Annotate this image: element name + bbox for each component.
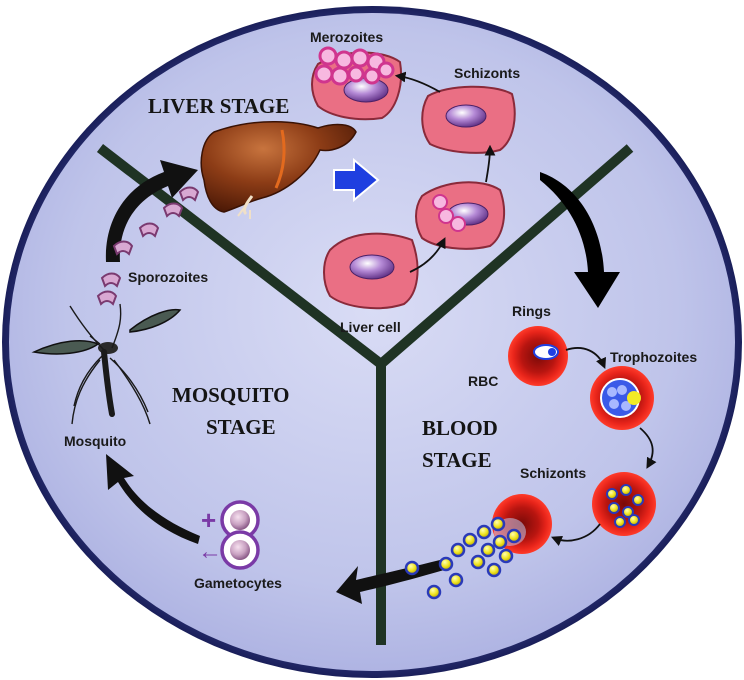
label-gametocytes: Gametocytes: [194, 575, 282, 591]
male-gametocyte-symbol: +: [201, 505, 216, 535]
sporozoites: [96, 186, 200, 306]
released-merozoites: [404, 516, 522, 600]
liver-stage-title: LIVER STAGE: [148, 94, 289, 118]
mosquito-icon: [31, 303, 182, 425]
blood-stage-title-line1: BLOOD: [422, 416, 498, 440]
blood-stage-title-line2: STAGE: [422, 448, 492, 472]
female-gametocyte-symbol: ←: [198, 538, 222, 565]
blood-cycle-arrows: [551, 347, 657, 546]
label-mosquito: Mosquito: [64, 433, 126, 449]
infected-liver-cell: [415, 181, 506, 250]
liver-cycle-arrows: [394, 71, 496, 273]
label-liver-cell: Liver cell: [340, 319, 401, 335]
label-trophozoites: Trophozoites: [610, 349, 697, 365]
rbc-schizont: [592, 472, 656, 536]
liver-cell: [323, 232, 419, 310]
mosquito-stage-title-line2: STAGE: [206, 415, 276, 439]
mosquito-stage-title-line1: MOSQUITO: [172, 383, 289, 407]
merozoite-cell: [311, 46, 402, 121]
liver-schizont-cell: [421, 85, 516, 154]
blue-arrow-icon: [333, 157, 380, 203]
label-schizonts-blood: Schizonts: [520, 465, 586, 481]
liver-to-blood-arrow: [540, 172, 620, 308]
rbc-ring: [508, 326, 568, 386]
liver-organ: [200, 121, 357, 219]
gametocyte-to-mosquito-arrow: [106, 454, 200, 544]
rbc-trophozoite: [590, 366, 654, 430]
sporozoite-to-liver-arrow: [105, 160, 198, 262]
label-schizonts-liver: Schizonts: [454, 65, 520, 81]
gametocytes: + ←: [198, 500, 260, 570]
label-sporozoites: Sporozoites: [128, 269, 208, 285]
label-rings: Rings: [512, 303, 551, 319]
label-merozoites: Merozoites: [310, 29, 383, 45]
label-rbc: RBC: [468, 373, 498, 389]
